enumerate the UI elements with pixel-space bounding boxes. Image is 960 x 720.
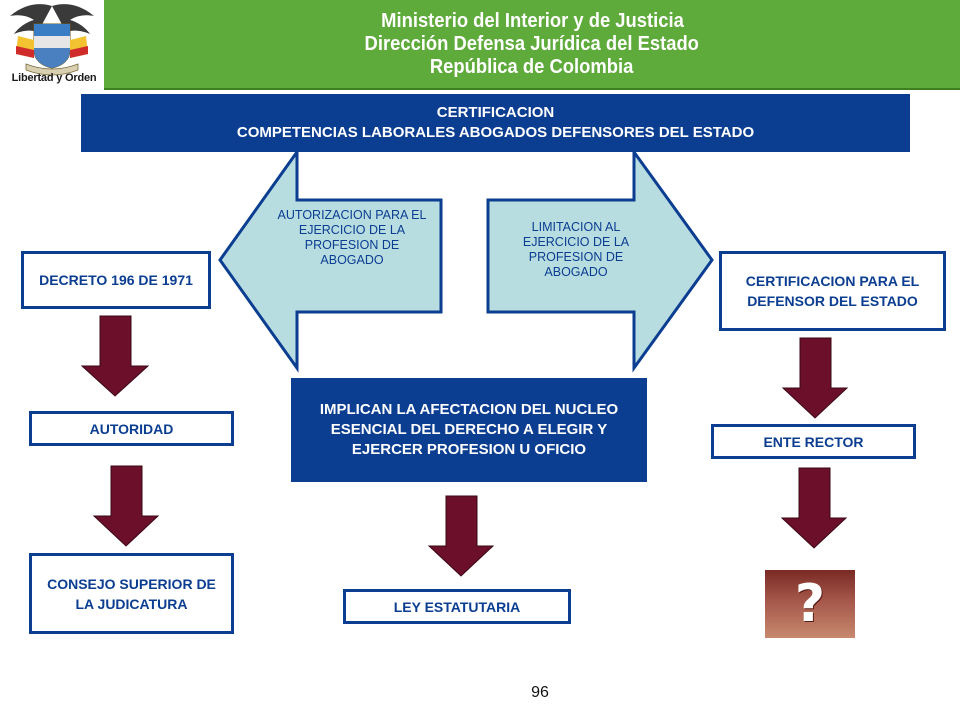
right-block-arrow: [486, 147, 714, 373]
header-line-country: República de Colombia: [430, 55, 634, 78]
down-arrow-center-ley: [427, 495, 495, 577]
title-line-1: CERTIFICACION: [436, 104, 555, 121]
consejo-box: CONSEJO SUPERIOR DE LA JUDICATURA: [29, 553, 234, 634]
down-arrow-autoridad-consejo: [92, 465, 160, 547]
center-box: IMPLICAN LA AFECTACION DEL NUCLEO ESENCI…: [291, 378, 647, 482]
certificacion-defensor-box: CERTIFICACION PARA EL DEFENSOR DEL ESTAD…: [719, 251, 946, 331]
logo-caption: Libertad y Orden: [11, 72, 97, 84]
decreto-box: DECRETO 196 DE 1971: [21, 251, 211, 309]
ente-rector-box: ENTE RECTOR: [711, 424, 916, 459]
header-line-direction: Dirección Defensa Jurídica del Estado: [364, 32, 700, 55]
header-banner: Ministerio del Interior y de Justicia Di…: [104, 0, 960, 90]
ley-estatutaria-box: LEY ESTATUTARIA: [343, 589, 571, 624]
left-arrow-label: AUTORIZACION PARA EL EJERCICIO DE LA PRO…: [277, 208, 427, 267]
down-arrow-certificacion-ente: [781, 337, 849, 419]
question-mark-tile: ?: [765, 570, 855, 638]
question-mark-icon: ?: [794, 574, 826, 634]
coat-of-arms-logo: [0, 0, 104, 92]
autoridad-box: AUTORIDAD: [29, 411, 234, 446]
title-line-2: COMPETENCIAS LABORALES ABOGADOS DEFENSOR…: [236, 124, 755, 141]
down-arrow-ente-unknown: [780, 467, 848, 549]
title-banner: CERTIFICACION COMPETENCIAS LABORALES ABO…: [81, 94, 910, 152]
page-number: 96: [531, 684, 549, 701]
left-block-arrow: [218, 147, 443, 373]
right-arrow-label: LIMITACION AL EJERCICIO DE LA PROFESION …: [522, 220, 630, 279]
down-arrow-decreto-autoridad: [80, 315, 150, 397]
header-line-ministry: Ministerio del Interior y de Justicia: [380, 9, 684, 32]
